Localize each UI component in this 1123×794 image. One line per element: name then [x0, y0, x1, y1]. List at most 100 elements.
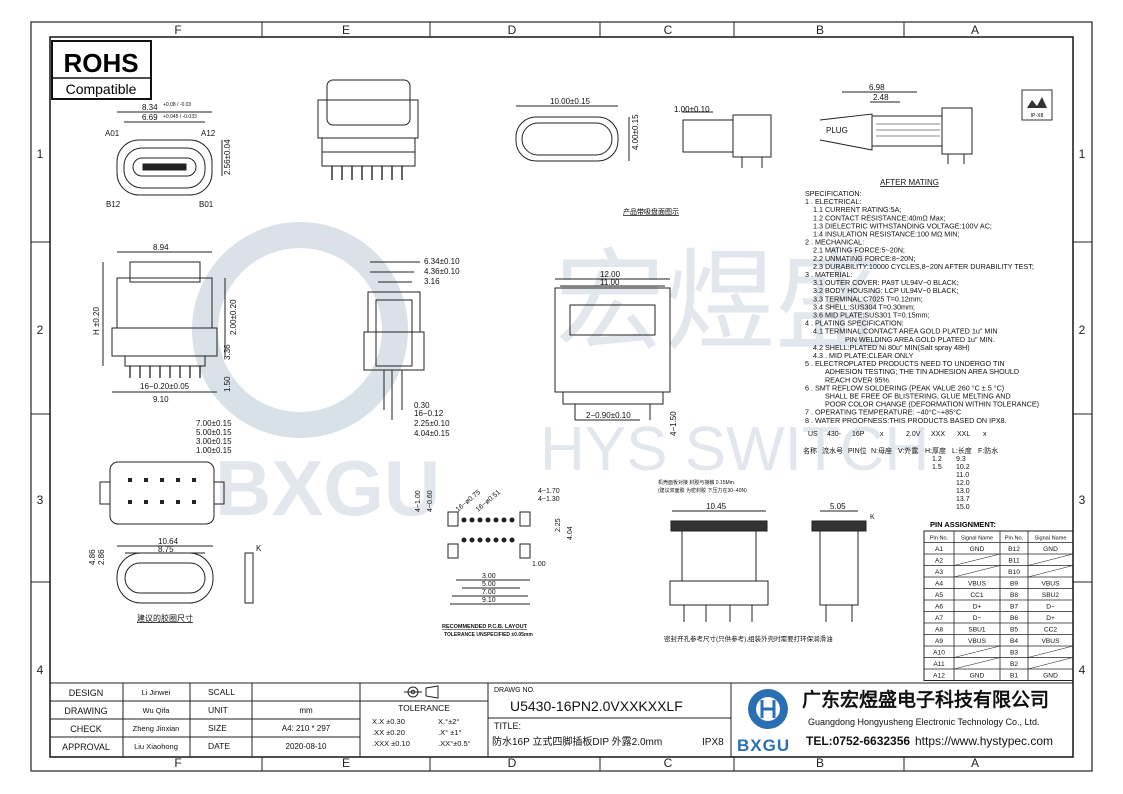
code-label: H:厚度 [925, 446, 946, 455]
field-label: SIZE [208, 723, 227, 733]
rohs-subtitle: Compatible [66, 81, 137, 97]
spec-line: 4.3 . MID PLATE:CLEAR ONLY [805, 351, 914, 360]
pin-label: A01 [105, 129, 120, 138]
col-label: C [664, 756, 673, 770]
dim-label: 10.64 [158, 537, 179, 546]
spec-line: 3.3 TERMINAL:C7025 T=0.12mm; [805, 294, 923, 303]
pin-table-cell: SBU1 [968, 627, 986, 634]
company-logo: BXGU [737, 689, 789, 755]
pin-table-cell: GND [970, 546, 985, 553]
spec-line: 1 . ELECTRICAL: [805, 197, 861, 206]
dim-label: 10.00±0.15 [550, 97, 591, 106]
pin-table-cell: B9 [1010, 581, 1018, 588]
pin-table-cell: A8 [935, 627, 943, 634]
pin-table-cell: VBUS [1042, 581, 1061, 588]
projection-symbol [404, 685, 439, 699]
dim-label: 7.00±0.15 [196, 419, 232, 428]
outer-frame [30, 21, 1093, 772]
field-label: SCALL [208, 687, 235, 697]
watermark-en: HYS SWITCH [540, 415, 929, 484]
dim-label: 4.04 [567, 526, 574, 540]
pin-table-cell: A1 [935, 546, 943, 553]
pin-table-cell: CC1 [970, 592, 984, 599]
dim-label: 7.00 [482, 589, 496, 596]
spec-line: 4.2 SHELL:PLATED Ni 80u" MIN(Salt spray … [805, 343, 970, 352]
pin-table-cell: B7 [1010, 604, 1018, 611]
length-option: 13.0 [956, 488, 970, 495]
spec-line: 3.2 BODY HOUSING: LCP UL94V−0 BLACK; [805, 286, 958, 295]
front-main-view [102, 251, 226, 393]
pin-table-cell: A3 [935, 569, 943, 576]
dim-label: 1.00 [532, 561, 546, 568]
pin-table-cell: A11 [933, 661, 945, 668]
field-label: UNIT [208, 705, 228, 715]
spec-line: 2 . MECHANICAL: [805, 238, 864, 247]
row-label: 2 [37, 323, 44, 337]
pin-table-cell: VBUS [968, 581, 987, 588]
spec-block: SPECIFICATION:1 . ELECTRICAL: 1.1 CURREN… [805, 189, 1039, 425]
dim-label: 1.00±0.10 [674, 105, 710, 114]
dim-label: 0.30 [414, 401, 430, 410]
watermark-cn: 宏煜盛 [555, 241, 885, 364]
dim-label: 16−0.20±0.05 [140, 382, 190, 391]
row-label: 2 [1079, 323, 1086, 337]
code-label: 名称 [803, 446, 817, 455]
dim-label: 6.34±0.10 [424, 257, 460, 266]
length-option: 11.0 [956, 472, 969, 479]
seal-caption: 密封开孔参考尺寸(只供参考),组装外壳时需要打环保润滑油 [664, 634, 833, 643]
row-label: 3 [37, 493, 44, 507]
dim-label: 4−0.60 [427, 490, 434, 512]
rohs-title: ROHS [63, 48, 138, 78]
pin-table-cell: GND [1043, 673, 1058, 680]
role-label: DESIGN [69, 688, 104, 698]
row-label: 4 [1079, 663, 1086, 677]
dim-label: K [870, 514, 875, 521]
side-small-view [682, 111, 772, 168]
pcb-layout-view [447, 511, 531, 605]
back-main-view [554, 278, 671, 421]
pin-table-cell: A5 [935, 592, 943, 599]
spec-line: 4 . PLATING SPECIFICATION: [805, 319, 904, 328]
tolerance-angular: .XX°±0.5° [438, 739, 471, 748]
length-option: 13.7 [956, 496, 970, 503]
pin-table-cell: A9 [935, 638, 943, 645]
pin-table-cell: B6 [1010, 615, 1018, 622]
pin-table-cell: VBUS [1042, 638, 1061, 645]
spec-line: 7 . OPERATING TEMPERATURE: −40°C~+85°C [805, 408, 961, 417]
pin-table-empty-slash [1027, 553, 1074, 566]
pcb-layout-tolerance: TOLERANCE UNSPECIFIED ±0.05mm [444, 632, 533, 638]
pin-table-cell: CC2 [1044, 627, 1058, 634]
code-label: L:长度 [952, 446, 972, 455]
ipx-label: IP-X8 [1031, 113, 1044, 119]
field-value: A4: 210 * 297 [282, 724, 331, 733]
drawing-no: U5430-16PN2.0VXXKXXLF [510, 698, 683, 714]
dim-label: +0.045 / -0.033 [163, 114, 197, 120]
dim-label: 6.69 [142, 113, 158, 122]
dim-label: 2.25 [555, 518, 562, 532]
pin-table-cell: B5 [1010, 627, 1018, 634]
spec-line: 1.2 CONTACT RESISTANCE:40mΩ Max; [805, 213, 945, 222]
tolerance-linear: .XXX ±0.10 [372, 739, 410, 748]
code-item: x [880, 431, 884, 438]
title-label: TITLE: [494, 721, 521, 731]
title-ipx: IPX8 [702, 737, 724, 748]
title-block [49, 682, 1074, 758]
pin-table-cell: B12 [1008, 546, 1020, 553]
pin-table-cell: D− [1046, 604, 1055, 611]
mating-caption: AFTER MATING [880, 178, 939, 187]
pin-table-cell: A6 [935, 604, 943, 611]
dim-label: 8.34 [142, 103, 158, 112]
dim-label: 4−1.30 [538, 496, 560, 503]
col-label: E [342, 23, 350, 37]
dim-label: 4.00±0.15 [631, 114, 640, 150]
spec-line: 3.4 SHELL:SUS304 T=0.30mm; [805, 302, 915, 311]
col-label: B [816, 23, 824, 37]
dim-label: 4.86 [88, 549, 97, 565]
pcb-layout-title: RECOMMENDED P.C.B. LAYOUT [442, 624, 528, 630]
pin-table-empty-slash [953, 565, 1001, 578]
dim-label: 2−0.90±0.10 [586, 411, 631, 420]
code-label: N:母座 [871, 446, 892, 455]
front-small-view [116, 111, 223, 196]
